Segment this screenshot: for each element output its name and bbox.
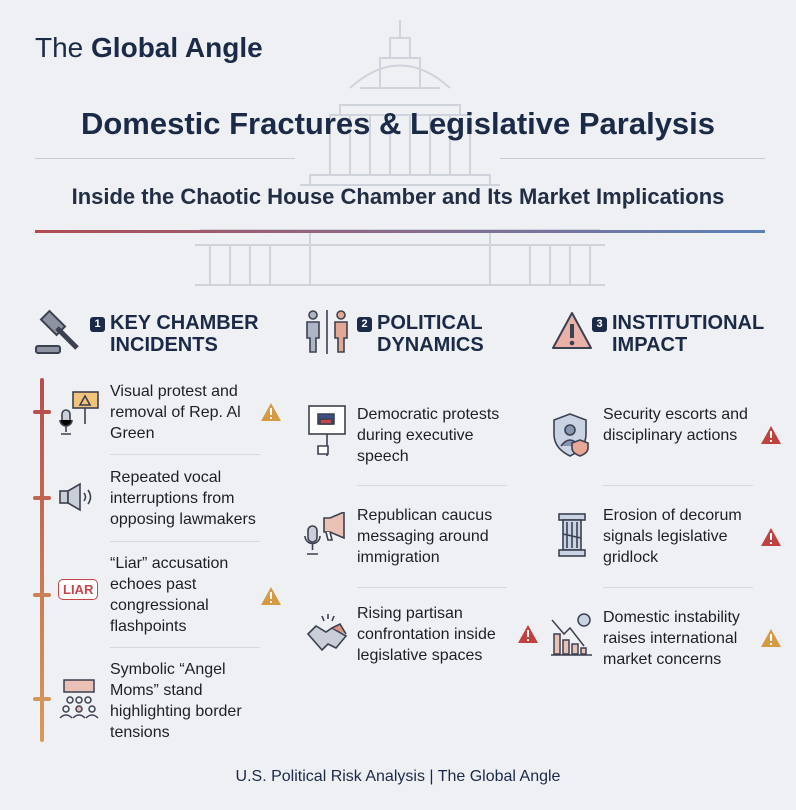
list-item: Republican caucus messaging around immig… [357, 507, 493, 566]
timeline-tick [33, 410, 51, 414]
warning-icon [761, 528, 781, 546]
list-item: Symbolic “Angel Moms” stand highlighting… [110, 661, 242, 741]
timeline-tick [33, 697, 51, 701]
warning-icon [261, 587, 281, 605]
header-line2: IMPACT [612, 334, 688, 356]
page-title: Domestic Fractures & Legislative Paralys… [80, 106, 716, 141]
list-item: Visual protest and removal of Rep. Al Gr… [110, 383, 241, 442]
liar-speech-bubble-icon: LIAR [58, 579, 99, 600]
list-item: Rising partisan confrontation inside leg… [357, 605, 496, 664]
header-line2: INCIDENTS [110, 334, 218, 356]
warning-icon [761, 426, 781, 444]
header-line2: DYNAMICS [377, 334, 484, 356]
warning-icon [518, 625, 538, 643]
page-subtitle: Inside the Chaotic House Chamber and Its… [71, 184, 725, 209]
list-item: Repeated vocal interruptions from opposi… [110, 469, 256, 528]
audience-icon [59, 679, 99, 719]
gavel-icon [35, 309, 79, 354]
number-badge: 3 [592, 317, 607, 332]
speaker-icon [59, 482, 92, 512]
separator [110, 454, 260, 455]
brand-prefix: The [35, 32, 84, 63]
handshake-icon [306, 614, 348, 652]
falling-chart-globe-icon [551, 613, 592, 656]
warning-icon [761, 629, 781, 647]
separator [110, 541, 260, 542]
cracked-column-icon [558, 513, 586, 557]
timeline-tick [33, 593, 51, 597]
header-line1: KEY CHAMBER [110, 312, 259, 334]
warning-triangle-icon [552, 312, 592, 349]
header-line1: INSTITUTIONAL [612, 312, 765, 334]
separator [603, 485, 753, 486]
gradient-divider [35, 230, 765, 233]
microphone-megaphone-icon [304, 512, 345, 555]
protest-sign-microphone-icon [59, 391, 99, 435]
separator [603, 587, 753, 588]
separator [110, 647, 260, 648]
divider [500, 158, 765, 159]
list-item: “Liar” accusation echoes past congressio… [110, 555, 229, 635]
list-item: Democratic protests during executive spe… [357, 406, 500, 465]
header-line1: POLITICAL [377, 312, 483, 334]
list-item: Security escorts and disciplinary action… [603, 406, 748, 444]
separator [357, 485, 507, 486]
divided-people-icon [306, 310, 348, 354]
number-badge: 1 [90, 317, 105, 332]
list-item: Domestic instability raises internationa… [603, 609, 740, 668]
number-badge: 2 [357, 317, 372, 332]
divider [35, 158, 295, 159]
donkey-protest-sign-icon [308, 405, 346, 456]
separator [357, 587, 507, 588]
brand-name: Global Angle [91, 32, 263, 63]
security-shield-icon [553, 413, 589, 457]
footer-text: U.S. Political Risk Analysis | The Globa… [235, 768, 561, 785]
timeline-bar [40, 378, 44, 742]
brand-logo: The Global Angle [35, 32, 263, 64]
warning-icon [261, 403, 281, 421]
timeline-tick [33, 496, 51, 500]
list-item: Erosion of decorum signals legislative g… [603, 507, 742, 566]
